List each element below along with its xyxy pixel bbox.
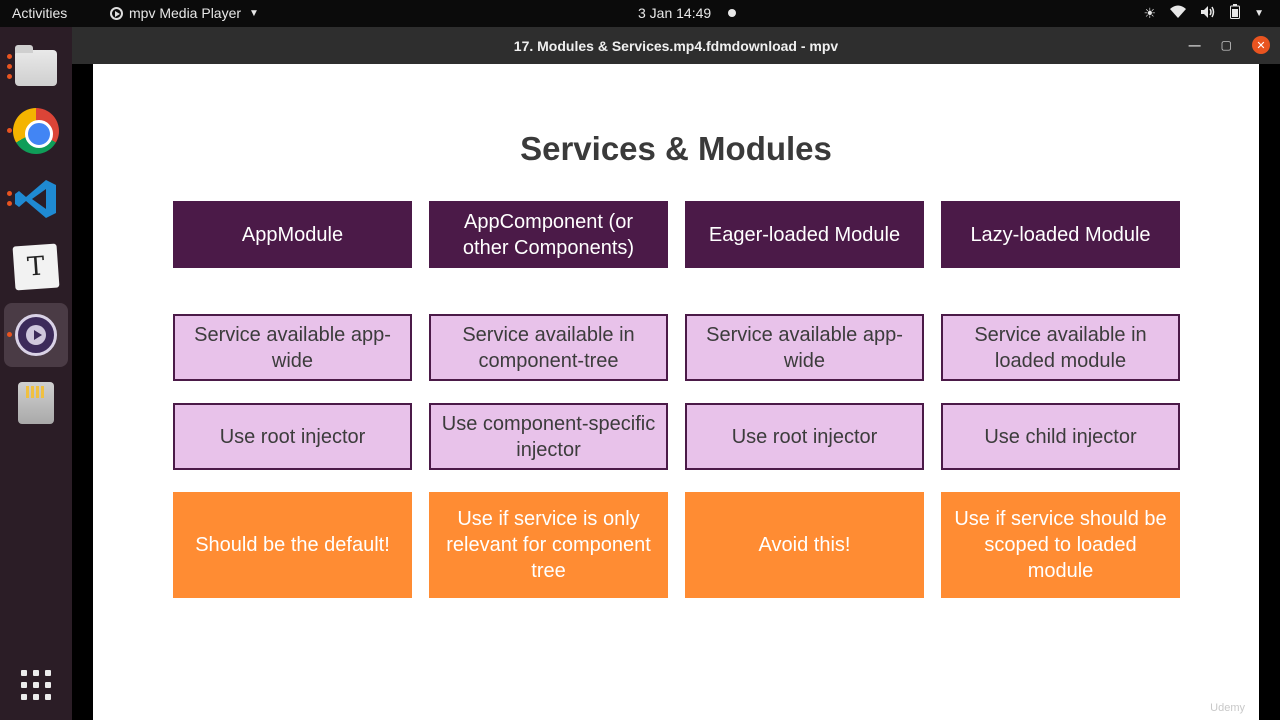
- column-header: Lazy-loaded Module: [941, 201, 1180, 268]
- notification-dot-icon: [728, 9, 736, 17]
- injector-cell: Use child injector: [941, 403, 1180, 470]
- files-icon: [15, 45, 57, 86]
- clock[interactable]: 3 Jan 14:49: [638, 5, 712, 21]
- chevron-down-icon: ▼: [249, 7, 259, 19]
- availability-cell: Service available in component-tree: [429, 314, 668, 381]
- injector-cell: Use root injector: [173, 403, 412, 470]
- injector-cell: Use root injector: [685, 403, 924, 470]
- running-indicator: [7, 201, 12, 206]
- chrome-icon: [13, 108, 59, 154]
- system-tray[interactable]: ☀ ▼: [1144, 4, 1264, 22]
- window-controls: — ▢ ✕: [1189, 36, 1270, 54]
- system-menu-chevron-icon[interactable]: ▼: [1254, 7, 1264, 19]
- slide-title: Services & Modules: [520, 130, 832, 167]
- note-cell: Avoid this!: [685, 492, 924, 598]
- dock-files[interactable]: [4, 36, 68, 100]
- column-header: AppModule: [173, 201, 412, 268]
- window-titlebar[interactable]: 17. Modules & Services.mp4.fdmdownload -…: [72, 27, 1280, 64]
- availability-cell: Service available app-wide: [173, 314, 412, 381]
- running-indicator: [7, 64, 12, 69]
- window-title: 17. Modules & Services.mp4.fdmdownload -…: [513, 38, 839, 54]
- mpv-icon: [15, 314, 57, 356]
- maximize-button[interactable]: ▢: [1220, 38, 1232, 52]
- availability-cell: Service available app-wide: [685, 314, 924, 381]
- battery-icon[interactable]: [1230, 4, 1241, 22]
- dock-chrome[interactable]: [4, 99, 68, 163]
- running-indicator: [7, 54, 12, 59]
- running-indicator: [7, 332, 12, 337]
- running-indicator: [7, 128, 12, 133]
- top-bar: Activities mpv Media Player ▼ 3 Jan 14:4…: [0, 0, 1280, 27]
- dock-vscode[interactable]: [4, 167, 68, 231]
- column-header: Eager-loaded Module: [685, 201, 924, 268]
- dock-typora[interactable]: T: [4, 235, 68, 299]
- vscode-icon: [14, 177, 58, 221]
- note-cell: Use if service is only relevant for comp…: [429, 492, 668, 598]
- availability-cell: Service available in loaded module: [941, 314, 1180, 381]
- wifi-icon[interactable]: [1170, 5, 1187, 21]
- running-indicator: [7, 191, 12, 196]
- mpv-window: 17. Modules & Services.mp4.fdmdownload -…: [72, 27, 1280, 720]
- column-header: AppComponent (or other Components): [429, 201, 668, 268]
- running-indicator: [7, 74, 12, 79]
- dock-mpv[interactable]: [4, 303, 68, 367]
- injector-cell: Use component-specific injector: [429, 403, 668, 470]
- note-cell: Use if service should be scoped to loade…: [941, 492, 1180, 598]
- watermark: Udemy: [1210, 702, 1245, 714]
- volume-icon[interactable]: [1200, 5, 1216, 22]
- mpv-icon: [110, 6, 123, 20]
- activities-button[interactable]: Activities: [12, 5, 68, 21]
- close-button[interactable]: ✕: [1252, 36, 1270, 54]
- video-frame[interactable]: Services & Modules AppModule Service ava…: [93, 64, 1259, 720]
- sd-card-icon: [18, 382, 54, 424]
- typora-icon: T: [12, 243, 60, 291]
- dock: T: [0, 27, 72, 720]
- dock-show-apps[interactable]: [4, 653, 68, 717]
- minimize-button[interactable]: —: [1188, 38, 1201, 52]
- brightness-icon[interactable]: ☀: [1143, 4, 1157, 21]
- app-menu-label: mpv Media Player: [129, 5, 242, 21]
- app-grid-icon: [21, 670, 51, 700]
- dock-sd-card[interactable]: [4, 371, 68, 435]
- app-menu[interactable]: mpv Media Player ▼: [110, 5, 259, 21]
- note-cell: Should be the default!: [173, 492, 412, 598]
